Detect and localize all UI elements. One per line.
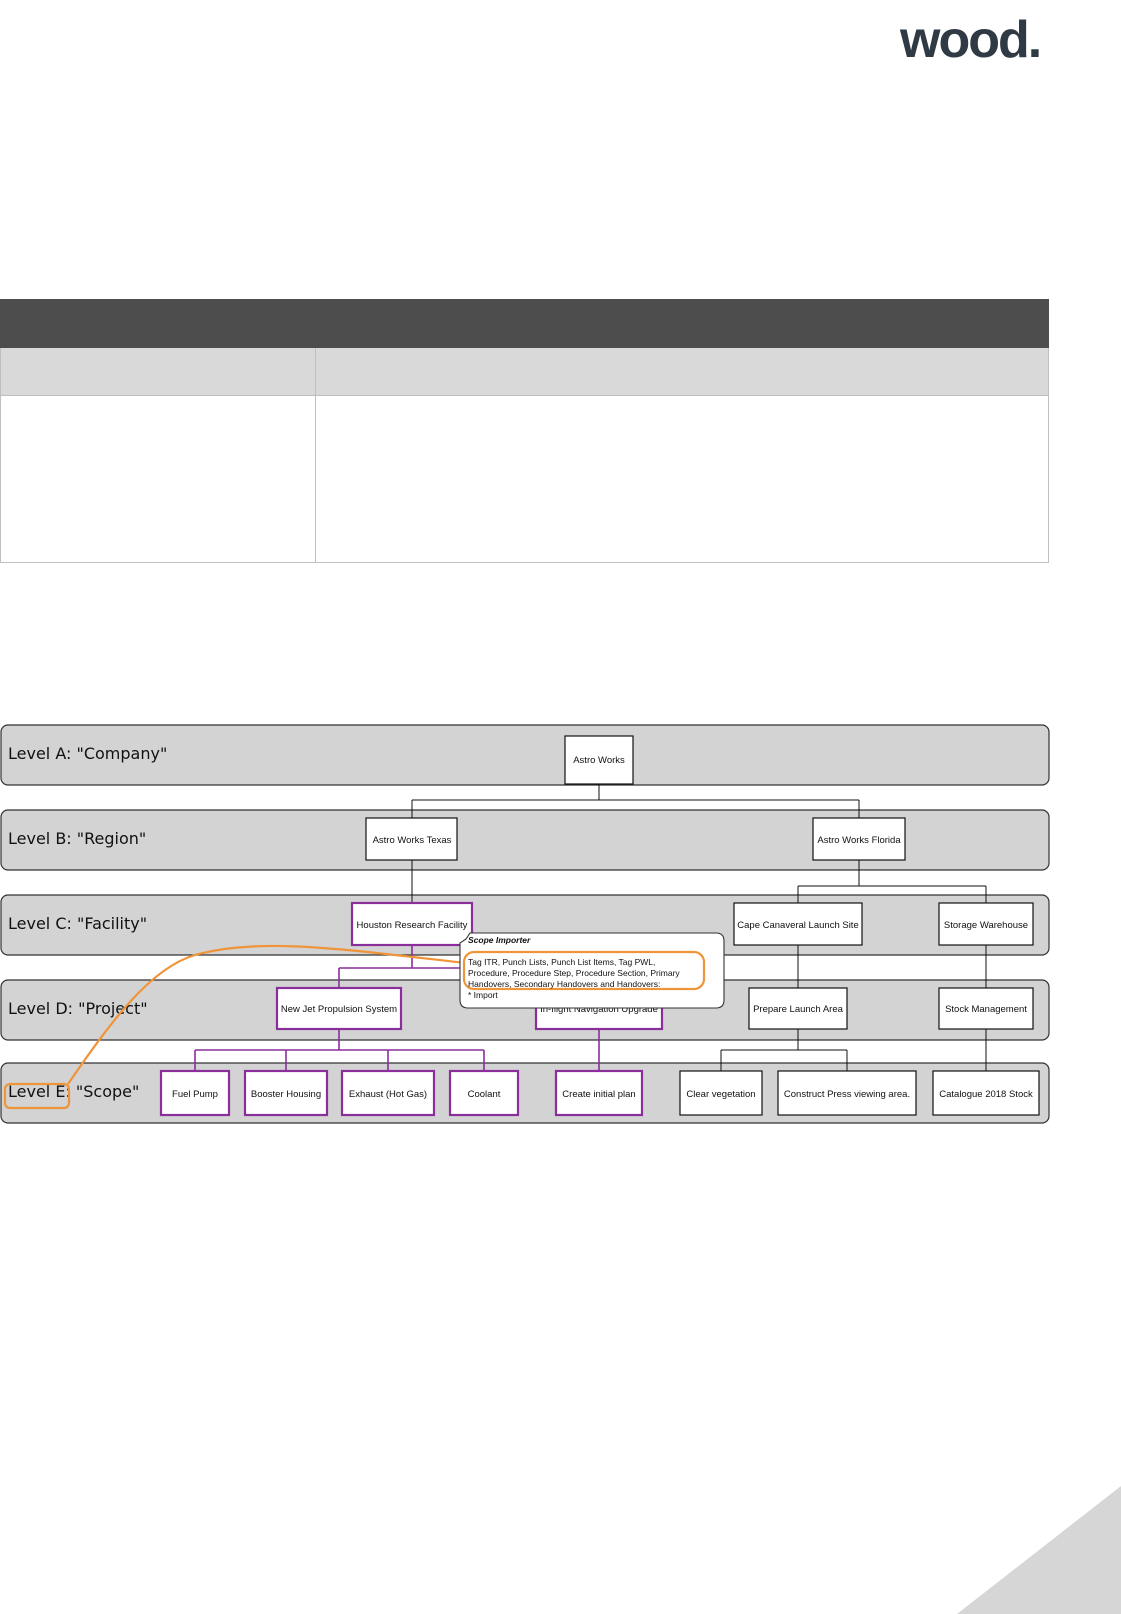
table-body-cell: [315, 395, 1049, 563]
svg-text:Astro Works Texas: Astro Works Texas: [373, 835, 452, 846]
svg-text:Astro Works Florida: Astro Works Florida: [817, 835, 901, 846]
tooltip-line-4: * Import: [468, 990, 498, 1000]
table-body-row: [0, 395, 1049, 563]
table-subheader-cell: [0, 347, 316, 396]
svg-text:In-flight Navigation Upgrade: In-flight Navigation Upgrade: [540, 1004, 658, 1015]
svg-text:Prepare Launch Area: Prepare Launch Area: [753, 1004, 844, 1015]
level-c-label: Level C: "Facility": [8, 914, 147, 933]
svg-text:Houston Research Facility: Houston Research Facility: [357, 920, 468, 931]
tooltip-highlight: [462, 950, 706, 991]
svg-text:Stock Management: Stock Management: [945, 1004, 1027, 1015]
svg-text:Construct Press viewing area.: Construct Press viewing area.: [784, 1089, 910, 1100]
svg-text:Exhaust (Hot Gas): Exhaust (Hot Gas): [349, 1089, 427, 1100]
node-cape-canaveral-launch-site[interactable]: Cape Canaveral Launch Site: [733, 902, 863, 946]
table-header-row: [0, 299, 1049, 348]
node-new-jet-propulsion-system[interactable]: New Jet Propulsion System: [275, 986, 403, 1031]
info-table: [0, 299, 1049, 563]
page-corner-decoration: [957, 1486, 1121, 1614]
svg-text:Storage Warehouse: Storage Warehouse: [944, 920, 1028, 931]
tooltip-title: Scope Importer: [468, 935, 531, 945]
table-subheader-row: [0, 347, 1049, 396]
level-d-label: Level D: "Project": [8, 999, 148, 1018]
node-prepare-launch-area[interactable]: Prepare Launch Area: [748, 987, 848, 1030]
node-create-initial-plan[interactable]: Create initial plan: [554, 1069, 644, 1117]
node-coolant[interactable]: Coolant: [448, 1069, 520, 1117]
level-b-label: Level B: "Region": [8, 829, 146, 848]
node-booster-housing[interactable]: Booster Housing: [243, 1069, 329, 1117]
node-fuel-pump[interactable]: Fuel Pump: [159, 1069, 231, 1117]
svg-text:Catalogue 2018 Stock: Catalogue 2018 Stock: [939, 1089, 1033, 1100]
node-astro-works[interactable]: Astro Works: [564, 735, 634, 785]
node-stock-management[interactable]: Stock Management: [938, 987, 1034, 1030]
node-clear-vegetation[interactable]: Clear vegetation: [679, 1070, 763, 1116]
node-exhaust-hot-gas[interactable]: Exhaust (Hot Gas): [340, 1069, 436, 1117]
svg-text:Create initial plan: Create initial plan: [562, 1089, 635, 1100]
level-band-a: Level A: "Company": [0, 724, 1050, 786]
level-band-b: Level B: "Region": [0, 809, 1050, 871]
table-subheader-cell: [315, 347, 1049, 396]
svg-text:Fuel Pump: Fuel Pump: [172, 1089, 218, 1100]
node-astro-works-florida[interactable]: Astro Works Florida: [812, 817, 906, 861]
svg-text:Clear vegetation: Clear vegetation: [686, 1089, 755, 1100]
node-construct-press-viewing-area[interactable]: Construct Press viewing area.: [777, 1070, 917, 1116]
hierarchy-diagram: Level A: "Company" Level B: "Region" Lev…: [0, 724, 1050, 1124]
table-header-cell: [0, 299, 1049, 348]
level-e-highlight: [3, 1082, 71, 1110]
tooltip-line-1: Tag ITR, Punch Lists, Punch List Items, …: [468, 957, 655, 967]
svg-text:Coolant: Coolant: [468, 1089, 501, 1100]
svg-text:Booster Housing: Booster Housing: [251, 1089, 321, 1100]
tooltip-line-3: Handovers, Secondary Handovers and Hando…: [468, 979, 660, 989]
table-body-cell: [0, 395, 316, 563]
annotation-curve: [67, 944, 467, 1085]
svg-text:Astro Works: Astro Works: [573, 755, 625, 766]
node-storage-warehouse[interactable]: Storage Warehouse: [938, 902, 1034, 946]
level-a-label: Level A: "Company": [8, 744, 167, 763]
scope-importer-tooltip: Scope Importer Tag ITR, Punch Lists, Pun…: [459, 932, 725, 1009]
level-e-label: Level E: "Scope": [8, 1082, 139, 1101]
node-catalogue-2018-stock[interactable]: Catalogue 2018 Stock: [932, 1070, 1040, 1116]
node-houston-research-facility[interactable]: Houston Research Facility: [350, 901, 474, 947]
wood-logo: wood.: [900, 11, 1042, 69]
svg-text:Cape Canaveral Launch Site: Cape Canaveral Launch Site: [737, 920, 858, 931]
tooltip-line-2: Procedure, Procedure Step, Procedure Sec…: [468, 968, 680, 978]
node-astro-works-texas[interactable]: Astro Works Texas: [365, 817, 458, 861]
svg-text:New Jet Propulsion System: New Jet Propulsion System: [281, 1004, 397, 1015]
